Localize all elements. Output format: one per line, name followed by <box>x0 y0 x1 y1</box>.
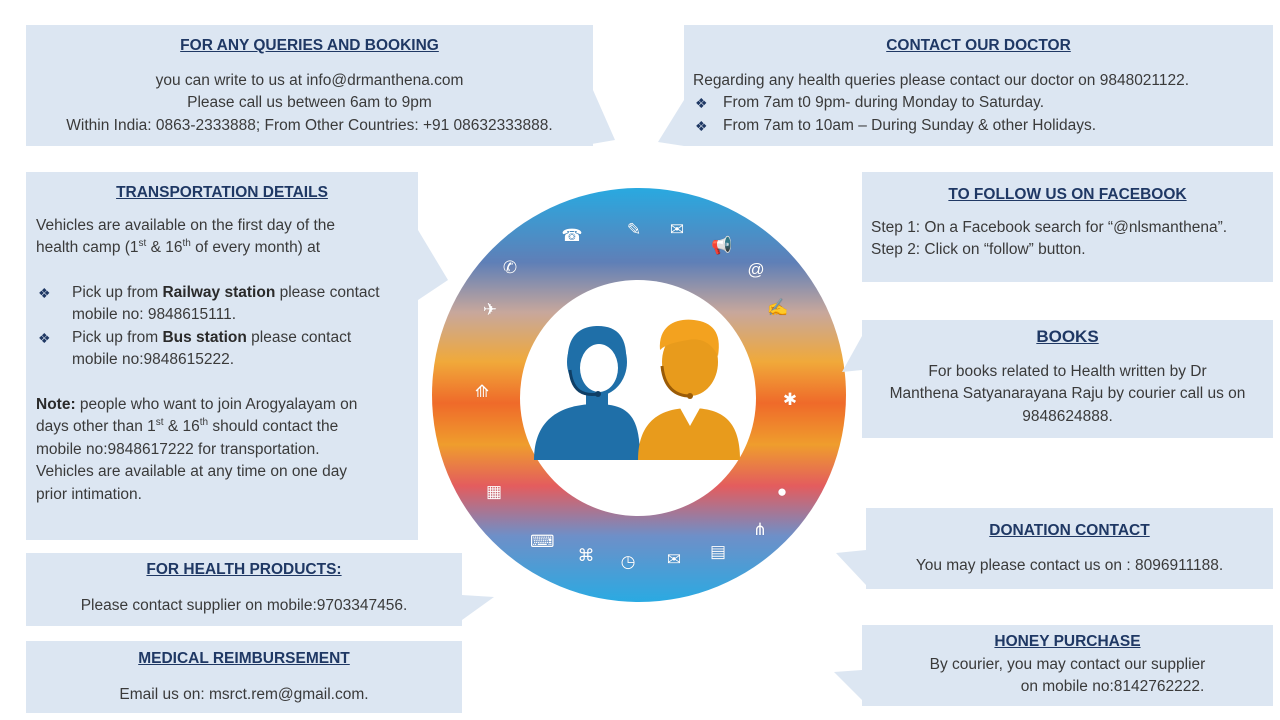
honey-line2: on mobile no:8142762222. <box>1020 678 1205 695</box>
signal-tower-icon: ⟰ <box>474 382 490 401</box>
transport-intro-line1: Vehicles are available on the first day … <box>36 216 335 234</box>
facebook-panel: TO FOLLOW US ON FACEBOOK Step 1: On a Fa… <box>862 172 1273 282</box>
computer-mouse-icon: ⌘ <box>577 546 595 565</box>
donation-title: DONATION CONTACT <box>989 522 1150 539</box>
queries-booking-panel: FOR ANY QUERIES AND BOOKING you can writ… <box>26 25 593 146</box>
transport-note: Note: people who want to join Arogyalaya… <box>36 395 358 503</box>
queries-email-line: you can write to us at info@drmanthena.c… <box>155 71 464 89</box>
network-icon: ⋔ <box>752 520 768 539</box>
phone-handset-icon: ✆ <box>502 258 518 277</box>
honey-panel: HONEY PURCHASE By courier, you may conta… <box>862 625 1273 706</box>
reimbursement-line: Email us on: msrct.rem@gmail.com. <box>119 685 369 703</box>
queries-title: FOR ANY QUERIES AND BOOKING <box>180 37 439 54</box>
transportation-panel: TRANSPORTATION DETAILS Vehicles are avai… <box>26 172 418 540</box>
megaphone-icon: 📢 <box>711 236 733 255</box>
notepad-icon: ✍ <box>767 298 789 317</box>
products-title: FOR HEALTH PRODUCTS: <box>146 561 342 578</box>
doctor-title: CONTACT OUR DOCTOR <box>886 37 1071 54</box>
diamond-bullet-icon: ❖ <box>38 329 51 346</box>
products-line: Please contact supplier on mobile:970334… <box>80 596 408 614</box>
diamond-bullet-icon: ❖ <box>695 117 708 134</box>
transport-title: TRANSPORTATION DETAILS <box>116 184 328 201</box>
queries-hours-line: Please call us between 6am to 9pm <box>187 94 432 111</box>
books-panel: BOOKS For books related to Health writte… <box>862 320 1273 438</box>
keyboard-icon: ⌨ <box>530 532 555 551</box>
facebook-title: TO FOLLOW US ON FACEBOOK <box>948 186 1187 203</box>
agents-circle <box>520 280 756 516</box>
doctor-hours-holiday: ❖From 7am to 10am – During Sunday & othe… <box>693 115 1273 138</box>
honey-title: HONEY PURCHASE <box>994 633 1141 650</box>
tag-icon: ✉ <box>669 220 685 239</box>
bus-pickup-item: ❖ Pick up from Bus station please contac… <box>38 328 352 369</box>
female-agent-icon <box>534 326 640 460</box>
airplane-icon: ✈ <box>482 300 498 319</box>
reimbursement-title: MEDICAL REIMBURSEMENT <box>138 650 350 667</box>
support-agents-illustration <box>534 319 740 460</box>
document-icon: ▤ <box>709 542 727 561</box>
books-line3: 9848624888. <box>1022 407 1113 425</box>
clock-icon: ◷ <box>620 552 636 571</box>
queries-phone-line: Within India: 0863-2333888; From Other C… <box>66 116 553 134</box>
calendar-icon: ▦ <box>485 482 503 501</box>
mouse-icon: ● <box>776 482 788 501</box>
telephone-icon: ☎ <box>561 226 583 245</box>
books-line1: For books related to Health written by D… <box>928 362 1207 380</box>
diamond-bullet-icon: ❖ <box>38 284 51 301</box>
books-line2: Manthena Satyanarayana Raju by courier c… <box>889 385 1246 402</box>
donation-line: You may please contact us on : 809691118… <box>915 556 1224 574</box>
doctor-hours-weekday: ❖From 7am t0 9pm- during Monday to Satur… <box>693 92 1273 115</box>
satellite-icon: ✱ <box>782 390 798 409</box>
male-agent-icon <box>638 319 740 460</box>
health-products-panel: FOR HEALTH PRODUCTS: Please contact supp… <box>26 553 462 626</box>
books-title: BOOKS <box>1036 327 1099 346</box>
facebook-step1: Step 1: On a Facebook search for “@nlsma… <box>871 218 1228 236</box>
reimbursement-panel: MEDICAL REIMBURSEMENT Email us on: msrct… <box>26 641 462 713</box>
at-sign-icon: @ <box>747 260 765 279</box>
transport-intro-line2: health camp (1st & 16th of every month) … <box>36 237 321 256</box>
envelope-icon: ✉ <box>666 550 682 569</box>
pencil-icon: ✎ <box>626 220 642 239</box>
railway-pickup-item: ❖ Pick up from Railway station please co… <box>38 283 380 324</box>
doctor-contact-panel: CONTACT OUR DOCTOR Regarding any health … <box>684 25 1273 146</box>
honey-line1: By courier, you may contact our supplier <box>929 655 1206 673</box>
facebook-step2: Step 2: Click on “follow” button. <box>871 241 1086 258</box>
diamond-bullet-icon: ❖ <box>695 95 708 111</box>
donation-panel: DONATION CONTACT You may please contact … <box>866 508 1273 589</box>
doctor-phone-line: Regarding any health queries please cont… <box>693 71 1190 89</box>
